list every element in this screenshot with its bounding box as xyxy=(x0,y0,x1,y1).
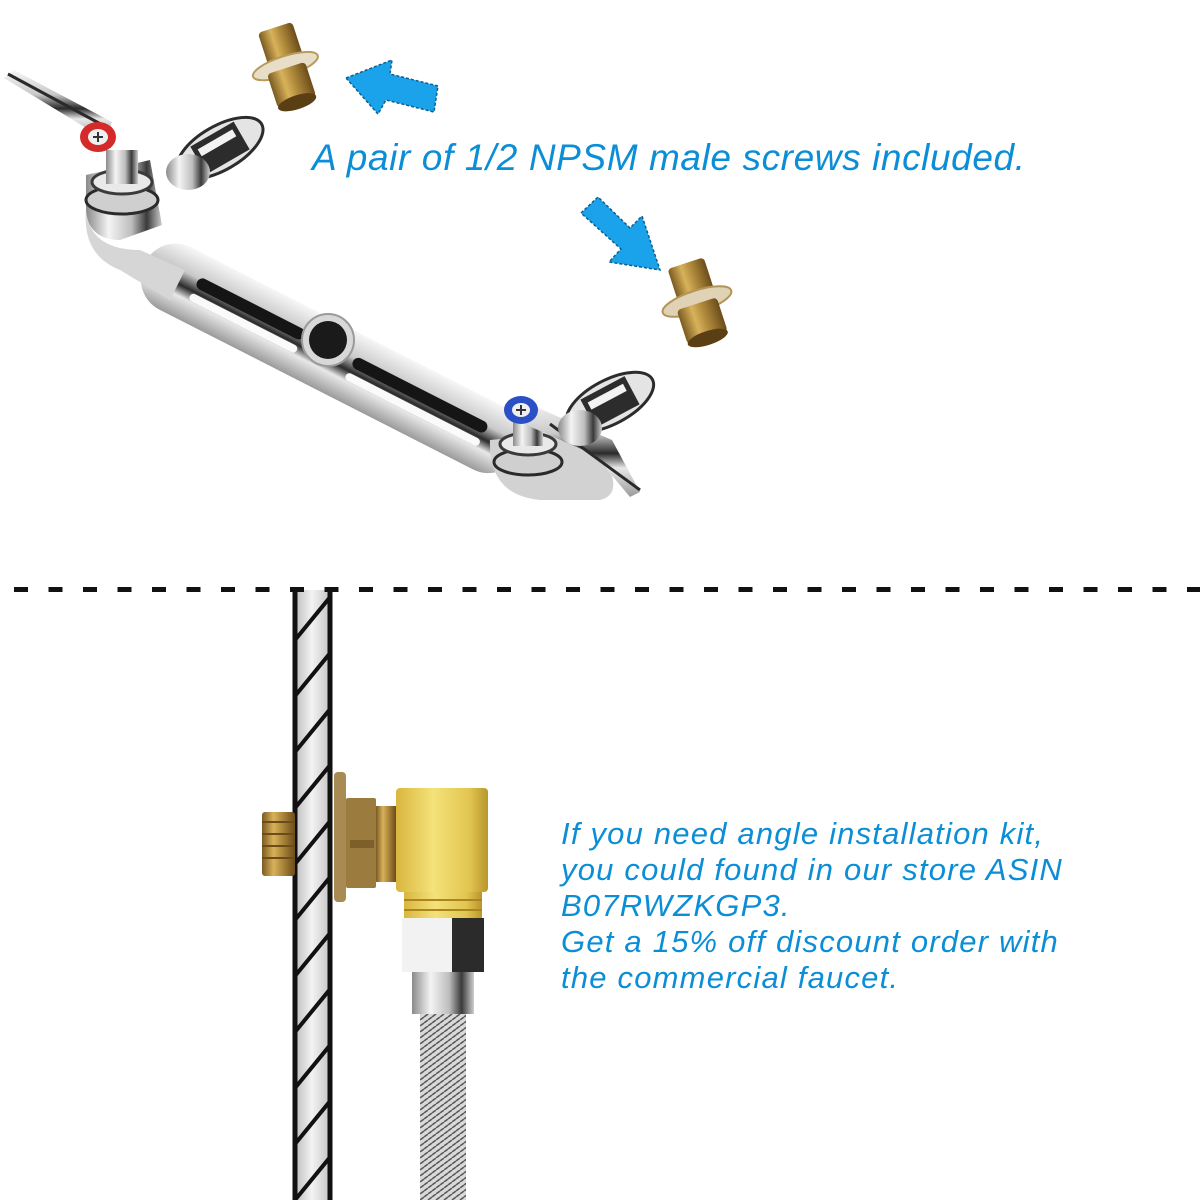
hatched-wall xyxy=(292,589,333,1200)
callout-line: Get a 15% off discount order with xyxy=(561,924,1059,959)
callout-line-asin: B07RWZKGP3. xyxy=(561,888,791,923)
section-divider xyxy=(14,587,1200,592)
arrow-up-left-icon xyxy=(344,58,439,116)
brass-fitting-lower xyxy=(661,258,733,348)
arrow-down-right-icon xyxy=(579,195,662,271)
callout-line: the commercial faucet. xyxy=(561,960,900,995)
braided-hose xyxy=(420,1014,466,1200)
brass-fitting-upper xyxy=(251,22,319,112)
angle-installation-kit xyxy=(262,772,488,1200)
callout-screws-included: A pair of 1/2 NPSM male screws included. xyxy=(312,137,1026,178)
callout-line: you could found in our store ASIN xyxy=(561,852,1063,887)
callout-line: If you need angle installation kit, xyxy=(561,816,1045,851)
faucet-base xyxy=(4,70,656,500)
callout-angle-kit: If you need angle installation kit, you … xyxy=(561,816,1063,996)
